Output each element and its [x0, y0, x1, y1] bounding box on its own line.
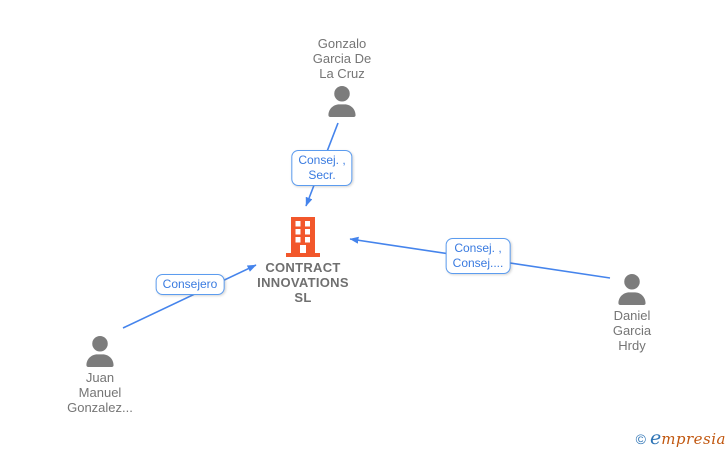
edge-line-juan-to-company: [122, 264, 257, 329]
person-icon: [86, 336, 114, 367]
building-icon: [286, 217, 320, 257]
person-icon: [328, 86, 356, 117]
brand-rest: mpresia: [661, 430, 726, 448]
edge-label-juan-company[interactable]: Consejero: [155, 274, 225, 295]
person-icon: [618, 274, 646, 305]
person-node-daniel[interactable]: Daniel Garcia Hrdy: [572, 274, 692, 353]
company-node[interactable]: CONTRACT INNOVATIONS SL: [233, 217, 373, 305]
company-name: CONTRACT INNOVATIONS SL: [257, 260, 349, 305]
person-name: Daniel Garcia Hrdy: [612, 308, 652, 353]
brand-initial: e: [649, 427, 662, 449]
person-node-gonzalo[interactable]: Gonzalo Garcia De La Cruz: [282, 36, 402, 117]
person-node-juan[interactable]: Juan Manuel Gonzalez...: [40, 336, 160, 415]
person-name: Juan Manuel Gonzalez...: [67, 370, 133, 415]
empresia-logo: © empresia: [636, 427, 726, 449]
edge-label-gonzalo-company[interactable]: Consej. , Secr.: [291, 150, 353, 186]
person-name: Gonzalo Garcia De La Cruz: [312, 36, 372, 81]
edge-label-daniel-company[interactable]: Consej. , Consej....: [445, 238, 511, 274]
brand-text: empresia: [650, 427, 726, 449]
copyright-icon: ©: [635, 431, 646, 447]
